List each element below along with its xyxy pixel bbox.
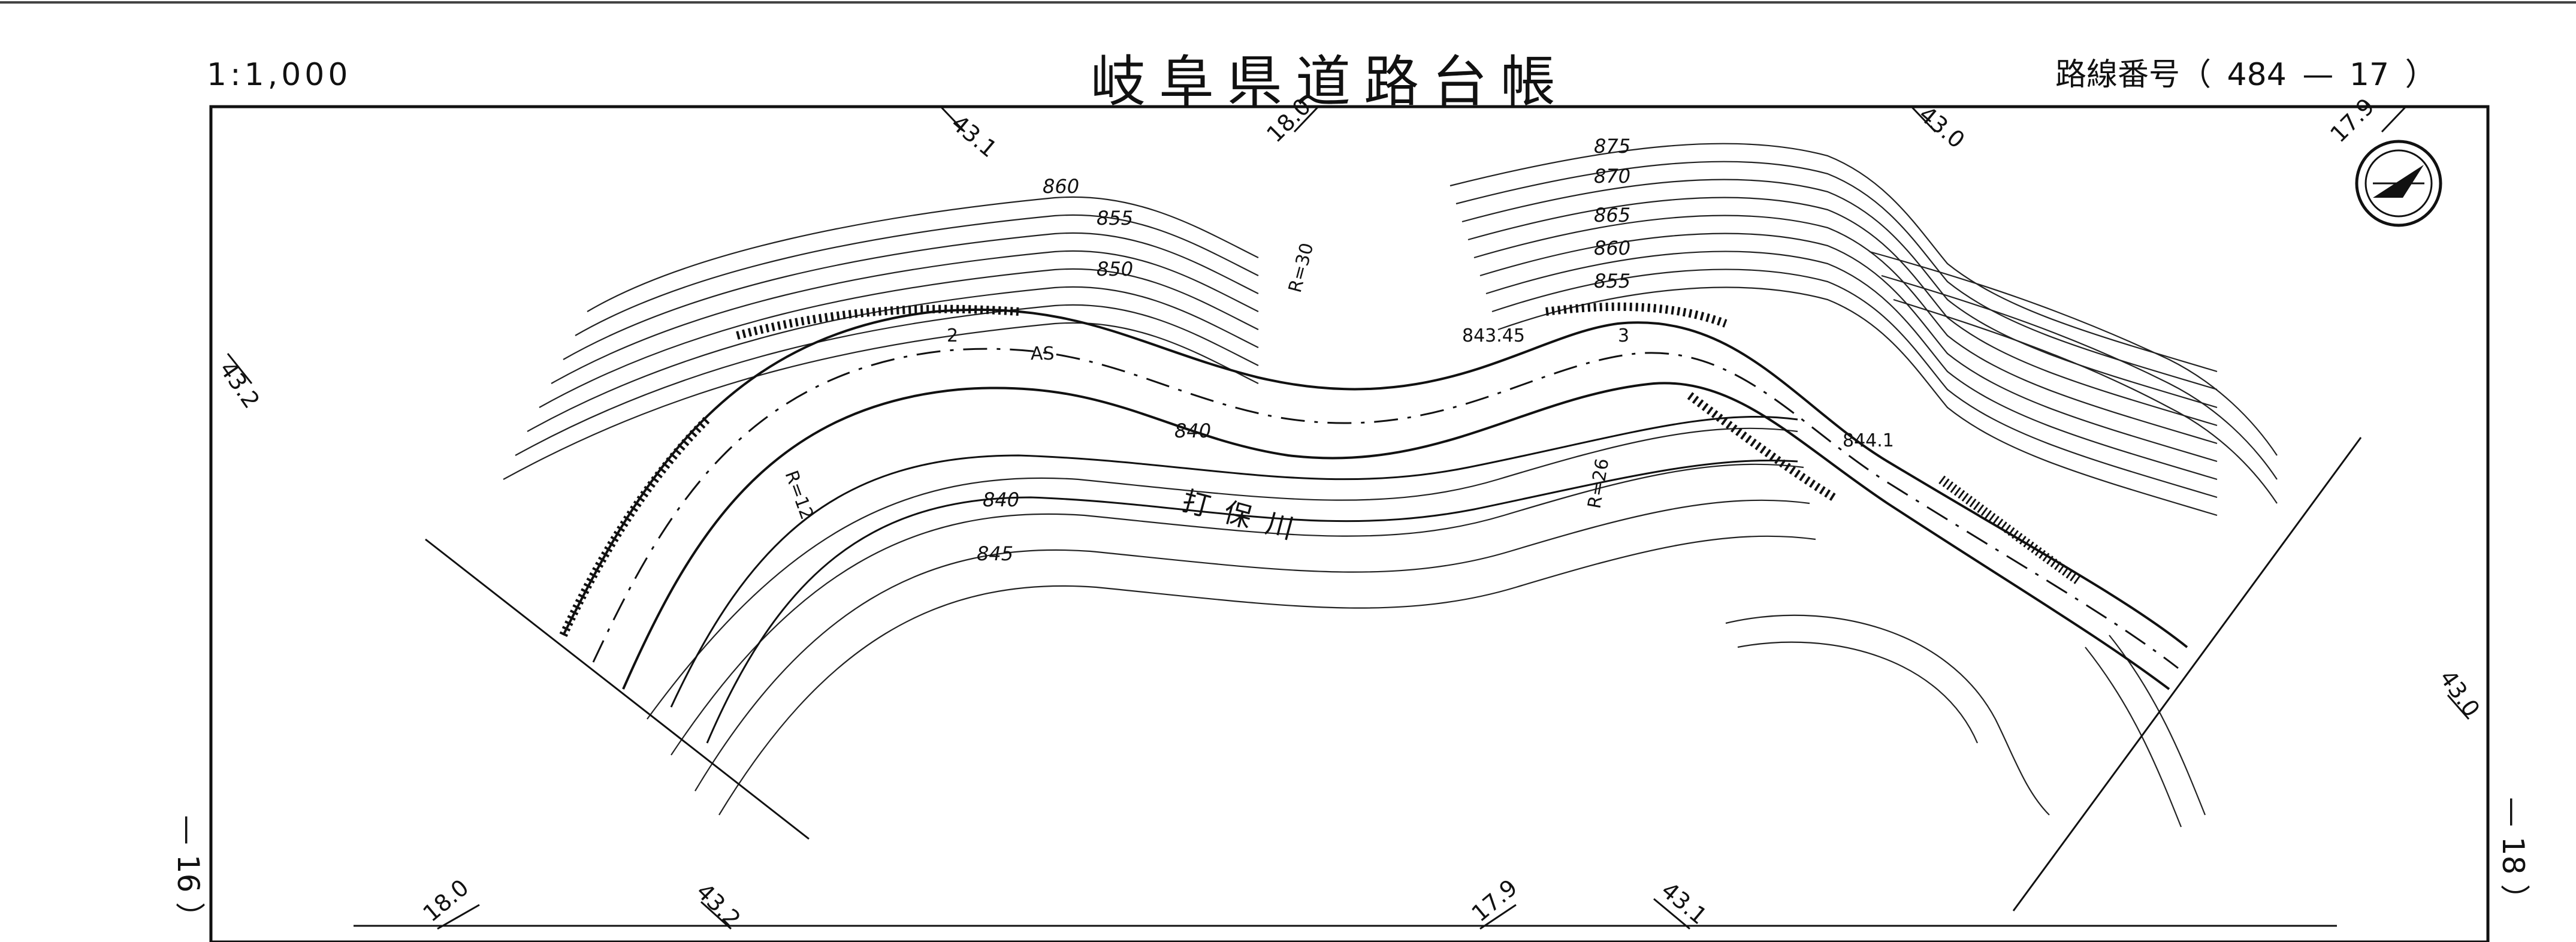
elevation-label: 844.1	[1843, 430, 1894, 451]
contour-label: 840	[1174, 419, 1211, 442]
radius-label: R=12	[780, 468, 817, 523]
route-sheet: 17	[2349, 57, 2390, 93]
lane-number: 3	[1618, 325, 1629, 346]
adjacent-sheet-left: — 16 ）	[171, 815, 206, 932]
river-banks	[670, 416, 1798, 744]
road-edges	[562, 308, 2188, 690]
marker-label: 43.0	[1914, 101, 1970, 153]
marker-label: 43.1	[1656, 877, 1712, 929]
sheet-boundary-lines	[354, 437, 2362, 927]
page-title: 岐阜県道路台帳	[1091, 50, 1569, 114]
route-suffix: ）	[2405, 57, 2436, 93]
route-prefix: 路線番号（	[2055, 57, 2212, 93]
contour-label: 875	[1594, 135, 1630, 158]
marker-label: 43.2	[215, 357, 265, 413]
contour-label: 855	[1594, 270, 1630, 292]
contour-label: 870	[1594, 165, 1630, 188]
route-number: 路線番号（ 484 — 17 ）	[2055, 49, 2442, 94]
marker-label: 43.1	[946, 110, 1002, 162]
marker-label: 18.0	[1261, 93, 1316, 147]
adjacent-sheet-right: — 18 ）	[2496, 797, 2530, 914]
marker-ticks	[227, 105, 2470, 930]
marker-label: 17.9	[2325, 93, 2379, 147]
lane-number: 2	[947, 325, 958, 346]
contour-label: 840	[983, 488, 1019, 511]
radius-label: R=30	[1285, 241, 1318, 295]
contour-lines-upper	[503, 143, 2278, 517]
river-label: 打保川	[1179, 484, 1312, 549]
road-surface-label: AS	[1031, 343, 1055, 364]
elevation-label: 843.45	[1462, 325, 1525, 346]
north-arrow-icon	[2355, 140, 2442, 227]
route-dash: —	[2302, 57, 2334, 93]
radius-label: R=26	[1584, 457, 1613, 510]
route-value: 484	[2227, 57, 2287, 93]
marker-label: 43.2	[691, 878, 746, 932]
marker-label: 43.0	[2435, 665, 2486, 722]
marker-label: 18.0	[418, 874, 474, 927]
contour-label: 860	[1043, 175, 1079, 198]
retaining-walls	[559, 302, 2082, 637]
contour-label: 855	[1097, 207, 1133, 230]
map-frame	[209, 105, 2490, 942]
contour-label: 865	[1594, 204, 1630, 227]
contour-lines-lower	[647, 427, 2206, 828]
contour-label: 860	[1594, 237, 1630, 259]
map-scale: 1:1,000	[207, 57, 352, 93]
contour-label: 850	[1097, 258, 1133, 280]
contour-label: 845	[977, 542, 1013, 565]
